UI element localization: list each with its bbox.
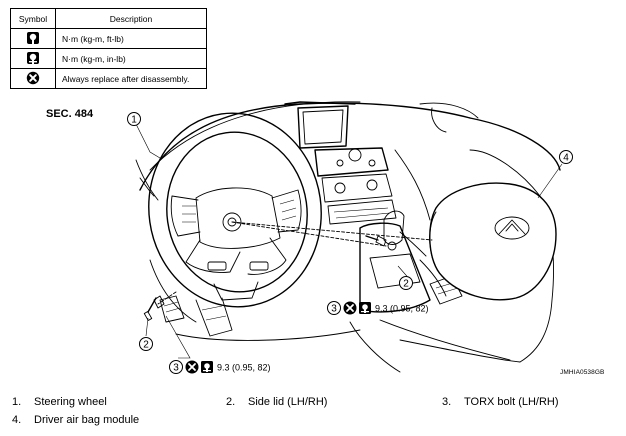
list-item: 1. Steering wheel — [12, 396, 107, 408]
part-number: 4. — [12, 414, 22, 426]
symbol-legend-table: Symbol Description N·m (kg-m, ft-lb) N·m… — [10, 8, 207, 89]
part-number: 2. — [226, 396, 236, 408]
svg-text:3: 3 — [173, 363, 179, 374]
part-name: TORX bolt (LH/RH) — [464, 396, 559, 408]
figure-code: JMHIA0538GB — [560, 369, 605, 376]
torque-wrench-icon — [27, 31, 39, 44]
lower-trim — [149, 259, 361, 341]
torque-spec-lower: 3 9.3 (0.95, 82) — [169, 360, 271, 374]
legend-header-row: Symbol Description — [10, 8, 207, 29]
always-replace-icon — [185, 360, 199, 374]
center-console — [314, 147, 463, 313]
torx-bolt-lower — [143, 295, 165, 321]
svg-text:1: 1 — [131, 115, 137, 126]
torque-spec-upper: 3 9.3 (0.95, 82) — [327, 301, 429, 315]
dashboard-outline — [135, 101, 561, 201]
always-replace-icon — [343, 301, 357, 315]
legend-row: N·m (kg-m, ft-lb) — [10, 28, 207, 49]
part-number: 1. — [12, 396, 22, 408]
always-replace-icon — [26, 71, 40, 84]
callout-2-upper: 2 — [399, 276, 413, 290]
legend-row: Always replace after disassembly. — [10, 68, 207, 89]
list-item: 2. Side lid (LH/RH) — [226, 396, 327, 408]
section-label: SEC. 484 — [46, 108, 94, 120]
callout-1: 1 — [127, 112, 141, 126]
leader-lines — [135, 123, 563, 359]
door-panel — [349, 149, 554, 373]
torque-wrench-inlb-icon — [27, 51, 39, 64]
part-name: Driver air bag module — [34, 414, 140, 426]
callout-2-lower: 2 — [139, 337, 153, 351]
air-bag-module — [429, 182, 557, 301]
center-display — [297, 105, 349, 149]
svg-text:9.3 (0.95, 82): 9.3 (0.95, 82) — [375, 304, 429, 314]
torx-bolt-upper — [365, 235, 397, 251]
part-name: Steering wheel — [34, 396, 107, 408]
steering-wheel — [148, 112, 322, 337]
callout-4: 4 — [559, 150, 573, 164]
svg-text:2: 2 — [403, 279, 409, 290]
torque-wrench-inlb-icon — [359, 302, 371, 314]
part-number: 3. — [442, 396, 452, 408]
list-item: 3. TORX bolt (LH/RH) — [442, 396, 559, 408]
svg-text:2: 2 — [143, 340, 149, 351]
steering-wheel-diagram: 1 4 2 2 3 9.3 (0.95, 82) 3 — [127, 101, 573, 374]
list-item: 4. Driver air bag module — [12, 414, 139, 426]
part-name: Side lid (LH/RH) — [248, 396, 328, 408]
torque-wrench-inlb-icon — [201, 361, 213, 373]
svg-text:9.3 (0.95, 82): 9.3 (0.95, 82) — [217, 363, 271, 373]
svg-text:3: 3 — [331, 304, 337, 315]
dashed-alignment-lines — [157, 221, 433, 305]
svg-text:4: 4 — [563, 153, 569, 164]
legend-description: Always replace after disassembly. — [55, 68, 207, 89]
